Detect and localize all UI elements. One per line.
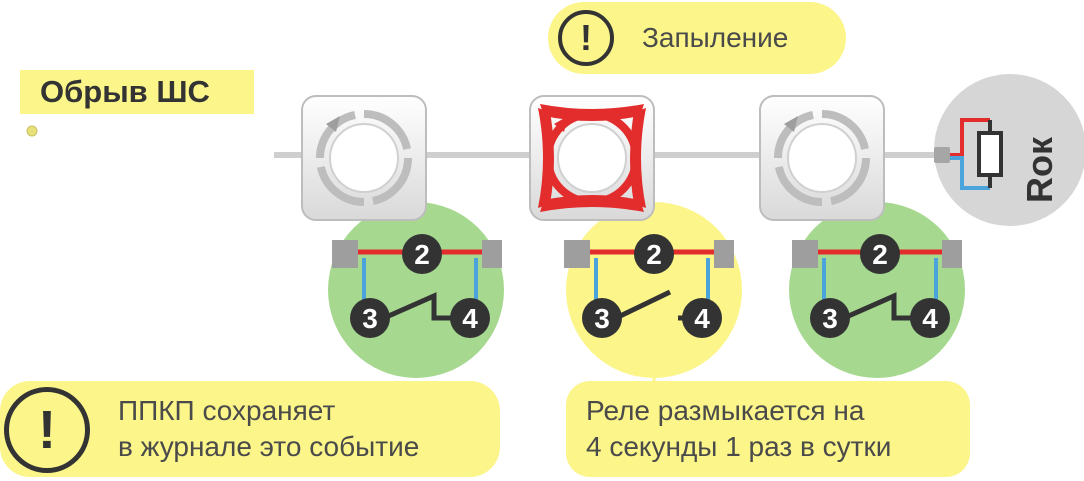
relay-callout-line2: 4 секунды 1 раз в сутки: [586, 431, 892, 462]
relay-detail-circle-1: [328, 202, 504, 378]
log-callout: ! ППКП сохраняет в журнале это событие: [0, 381, 500, 477]
log-callout-line1: ППКП сохраняет: [118, 395, 336, 426]
terminal-4-label: 4: [694, 303, 710, 334]
terminator-wire-blue: [950, 156, 990, 190]
terminal-2-label: 2: [872, 239, 888, 270]
terminator-circle: [934, 74, 1084, 226]
warning-icon: !: [558, 10, 614, 66]
terminator-wire-red: [950, 118, 990, 157]
relay-callout-line1: Реле размыкается на: [586, 395, 865, 426]
dusting-alert-text: Запыление: [642, 22, 789, 53]
terminal-3-label: 3: [594, 303, 610, 334]
relay-callout: Реле размыкается на 4 секунды 1 раз в су…: [566, 381, 970, 477]
terminal-2-label: 2: [646, 239, 662, 270]
detector-1: [301, 95, 427, 221]
page-title: Обрыв ШС: [20, 70, 254, 114]
relay-detail-circle-3: [789, 202, 965, 378]
terminator-label: Rок: [1019, 136, 1060, 203]
indicator-dot: [26, 125, 38, 137]
terminal-2-label: 2: [414, 239, 430, 270]
resistor-symbol: [977, 131, 1003, 177]
terminal-4-label: 4: [922, 303, 938, 334]
detector-3: [759, 95, 885, 221]
relay-detail-2: 2 3 4: [564, 234, 734, 338]
relay-detail-3: 2 3 4: [792, 234, 962, 338]
warning-icon: !: [4, 387, 90, 473]
log-callout-line2: в журнале это событие: [118, 431, 420, 462]
terminal-3-label: 3: [822, 303, 838, 334]
relay-detail-1: 2 3 4: [332, 234, 502, 338]
dusting-alert: ! Запыление: [548, 2, 846, 74]
terminal-3-label: 3: [362, 303, 378, 334]
terminal-4-label: 4: [462, 303, 478, 334]
detector-2-dusting: [529, 95, 655, 221]
relay-detail-circle-2: [566, 202, 742, 378]
terminator-plug: [934, 147, 950, 163]
